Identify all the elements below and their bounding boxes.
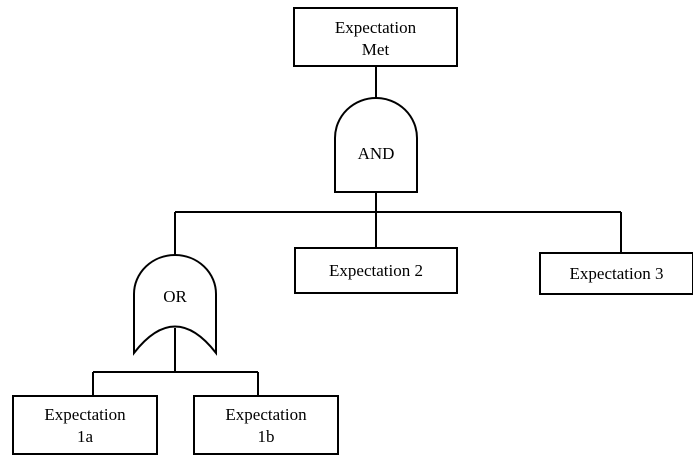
node-expectation-1a: Expectation 1a xyxy=(12,395,158,455)
and-gate: AND xyxy=(334,97,418,193)
or-gate-label: OR xyxy=(163,287,187,306)
node-expectation-1b-line-2: 1b xyxy=(258,427,275,446)
node-expectation-1a-line-2: 1a xyxy=(77,427,94,446)
node-expectation-1b: Expectation 1b xyxy=(193,395,339,455)
node-expectation-1a-line-1: Expectation xyxy=(44,405,126,424)
connectors xyxy=(92,66,622,396)
node-expectation-1b-line-1: Expectation xyxy=(225,405,307,424)
and-gate-label: AND xyxy=(358,144,395,163)
node-expectation-met-line-1: Expectation xyxy=(335,18,417,37)
node-expectation-3-label: Expectation 3 xyxy=(570,264,664,283)
node-expectation-met: Expectation Met xyxy=(293,7,458,67)
node-expectation-2-label: Expectation 2 xyxy=(329,261,423,280)
or-gate: OR xyxy=(133,254,217,356)
node-expectation-2: Expectation 2 xyxy=(294,247,458,294)
node-expectation-3: Expectation 3 xyxy=(539,252,693,295)
node-expectation-met-line-2: Met xyxy=(362,40,390,59)
